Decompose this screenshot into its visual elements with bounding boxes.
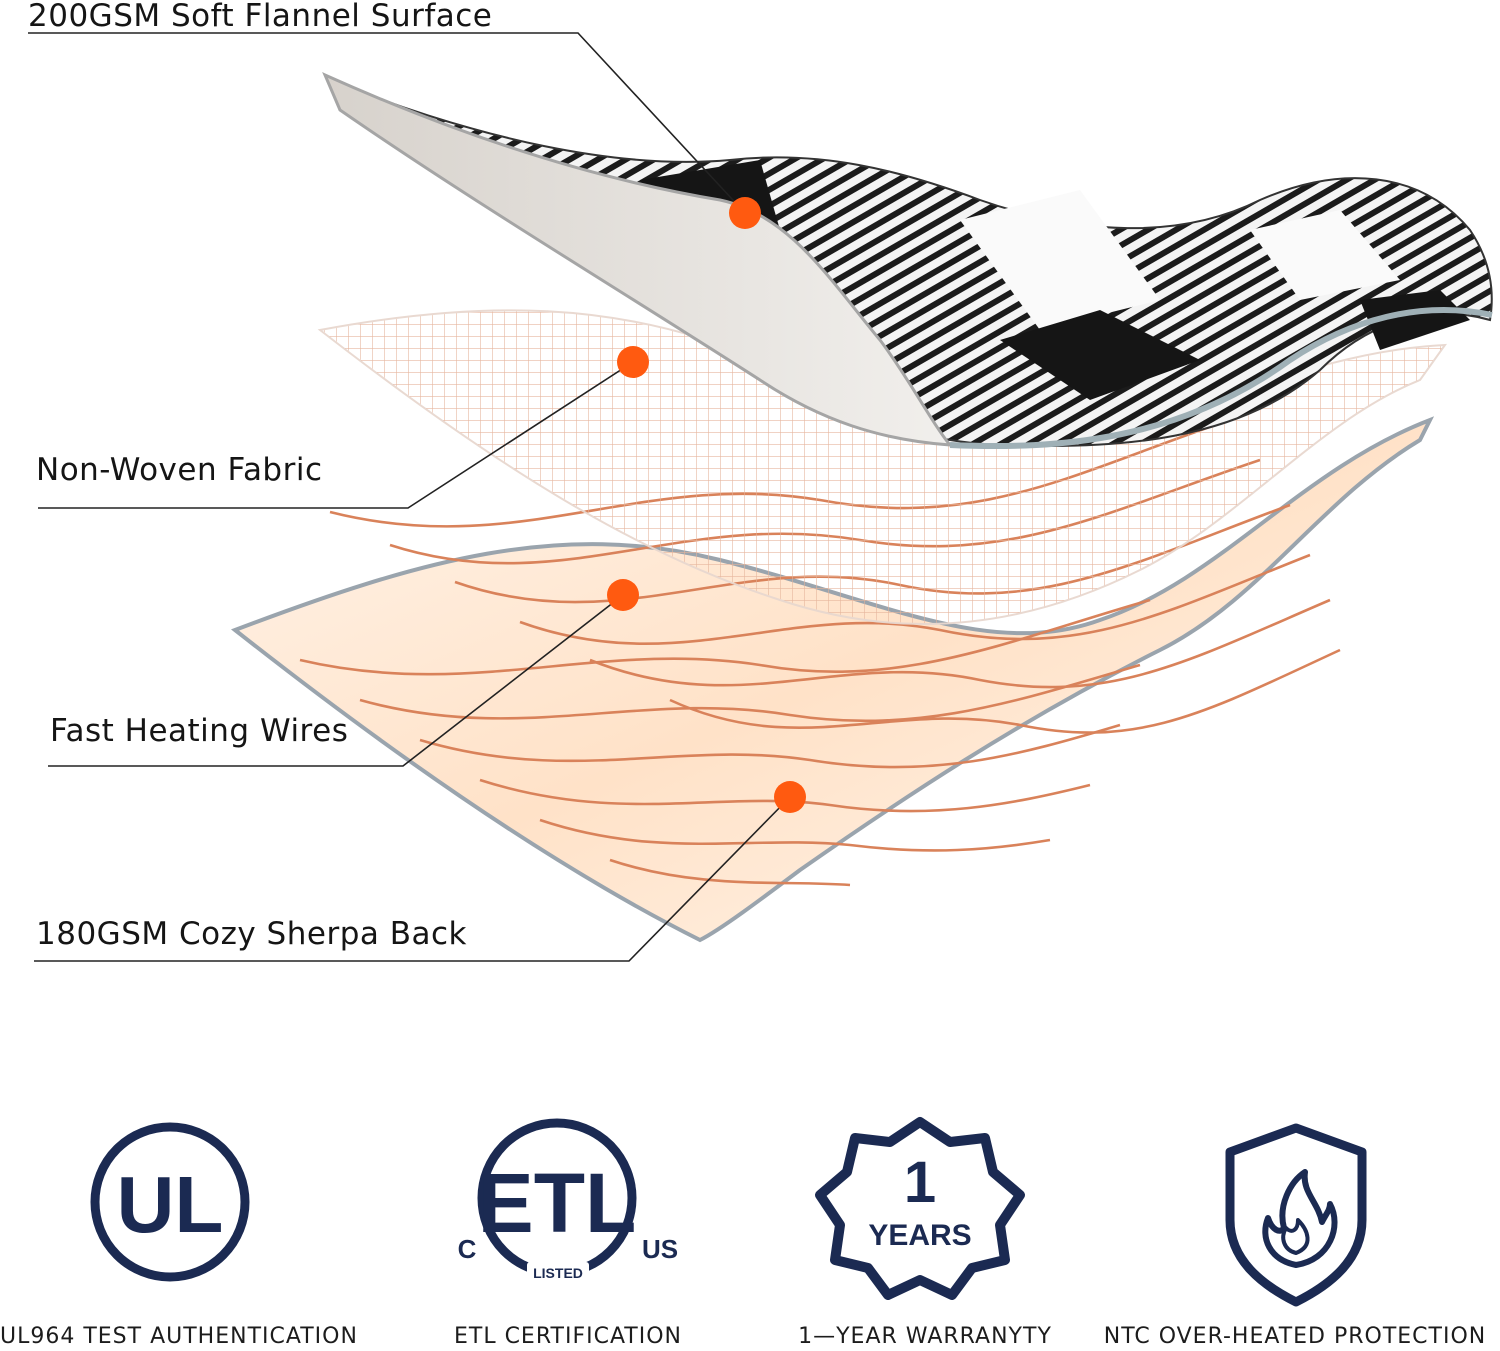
flannel-light-block [1250,210,1400,300]
layer-label-heating-wires: Fast Heating Wires [50,713,349,749]
flannel-dark-block [1000,310,1200,400]
etl-country-right: US [642,1234,678,1264]
etl-listed-logo-icon: ETL C US LISTED [458,1118,678,1281]
warranty-number: 1 [904,1150,936,1215]
badge-label-ul: UL964 TEST AUTHENTICATION [0,1324,358,1349]
ul-logo-icon: UL [90,1122,250,1282]
flannel-edge-highlight [949,307,1493,450]
marker-dot [607,579,639,611]
warranty-seal-icon: 1 YEARS [815,1117,1025,1300]
layer-markers [607,197,806,813]
etl-listed-text: LISTED [533,1265,583,1281]
layer-label-non-woven: Non-Woven Fabric [36,452,323,488]
warranty-unit: YEARS [868,1219,971,1252]
etl-mark: ETL [478,1156,637,1250]
badge-label-ntc: NTC OVER-HEATED PROTECTION [1103,1324,1487,1349]
flannel-dark-block [1360,290,1470,350]
marker-dot [617,346,649,378]
ul-mark: UL [117,1160,224,1249]
flannel-light-block [960,190,1160,330]
etl-country-left: C [458,1234,477,1264]
flannel-edge [322,72,954,447]
layer-label-sherpa: 180GSM Cozy Sherpa Back [36,916,467,952]
layer-diagram [28,32,1493,962]
marker-dot [774,781,806,813]
marker-dot [729,197,761,229]
badge-label-etl: ETL CERTIFICATION [453,1324,682,1349]
layer-label-flannel: 200GSM Soft Flannel Surface [28,0,493,34]
certification-badges: UL ETL C US LISTED 1 YEARS [90,1117,1367,1307]
flame-shield-icon [1225,1123,1367,1307]
badge-label-warranty: 1—YEAR WARRANYTY [798,1324,1052,1349]
leader-lines [28,32,791,962]
